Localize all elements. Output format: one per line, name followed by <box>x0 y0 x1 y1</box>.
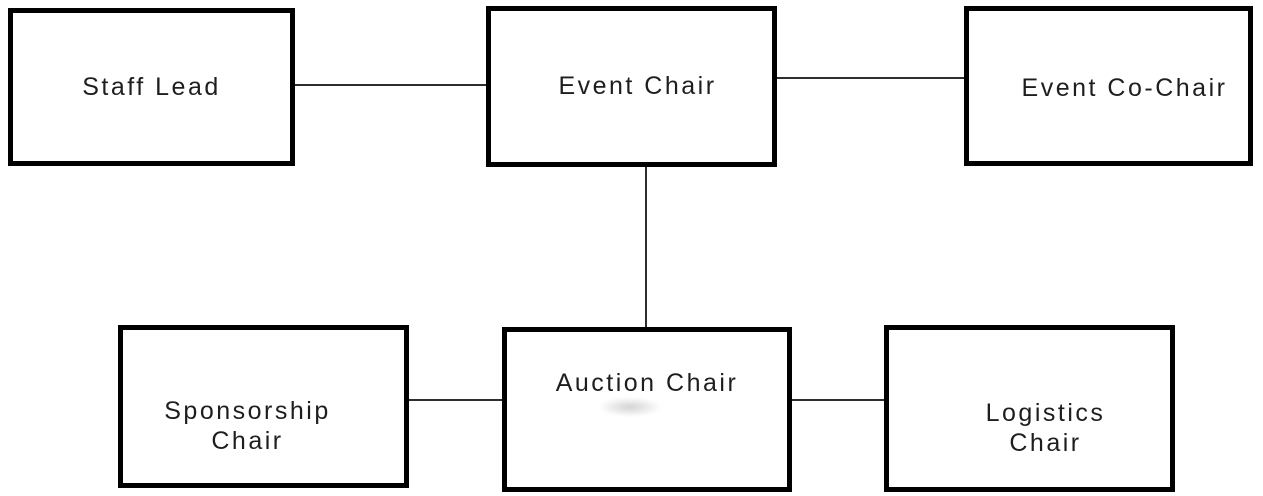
connector-staff-lead-to-event-chair <box>295 84 486 86</box>
node-label-line: Event Co-Chair <box>1021 74 1228 102</box>
node-label-line: Sponsorship <box>164 396 331 425</box>
node-label-logistics-chair: Logistics Chair <box>986 398 1106 458</box>
node-label-line: Logistics <box>985 398 1106 427</box>
node-label-line: Event Chair <box>558 71 717 100</box>
node-label-event-co-chair: Event Co-Chair <box>1022 73 1228 103</box>
node-label-auction-chair: Auction Chair <box>556 368 739 398</box>
node-label-staff-lead: Staff Lead <box>82 72 221 102</box>
node-label-line: Chair <box>1009 428 1082 457</box>
node-auction-chair: Auction Chair <box>502 327 792 492</box>
connector-auction-chair-to-logistics-chair <box>792 399 884 401</box>
node-staff-lead: Staff Lead <box>8 8 295 166</box>
connector-sponsorship-chair-to-auction-chair <box>409 399 502 401</box>
node-label-line: Auction Chair <box>555 368 739 397</box>
node-label-sponsorship-chair: Sponsorship Chair <box>164 396 330 456</box>
connector-event-chair-to-event-co-chair <box>777 77 964 79</box>
node-label-event-chair: Event Chair <box>558 71 716 101</box>
node-logistics-chair: Logistics Chair <box>884 325 1175 492</box>
node-event-chair: Event Chair <box>486 6 777 167</box>
node-sponsorship-chair: Sponsorship Chair <box>118 325 409 488</box>
node-label-line: Staff Lead <box>82 73 221 101</box>
node-event-co-chair: Event Co-Chair <box>964 6 1253 166</box>
connector-event-chair-to-auction-chair <box>645 167 647 327</box>
node-label-line: Chair <box>211 426 284 455</box>
